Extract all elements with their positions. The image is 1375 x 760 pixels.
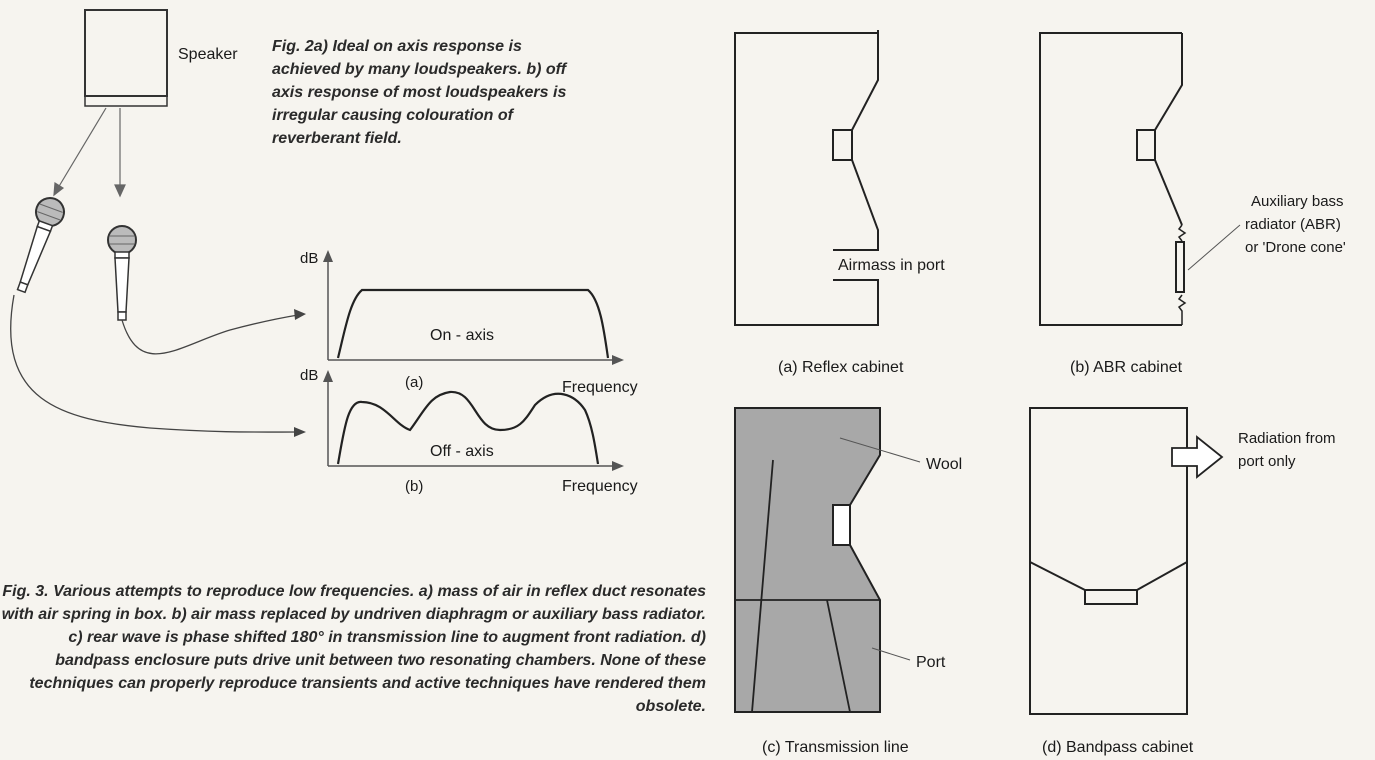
speaker-to-mic-arrows — [53, 107, 126, 198]
fig3-caption: Fig. 3. Various attempts to reproduce lo… — [1, 583, 706, 715]
speaker-label: Speaker — [178, 46, 238, 63]
plot-b-curve-label: Off - axis — [430, 443, 494, 460]
wool-leader-line — [839, 437, 921, 463]
arrow-to-plot-b — [294, 427, 306, 437]
abr-cabinet-title: (b) ABR cabinet — [1070, 359, 1183, 376]
abr-label-line-2: radiator (ABR) — [1245, 216, 1341, 233]
arrow-to-plot-a — [294, 309, 306, 320]
bandpass-label-line-2: port only — [1238, 453, 1296, 470]
microphone-off-axis-icon — [16, 197, 65, 294]
cable-to-plot-a — [121, 314, 299, 355]
off-axis-curve — [336, 390, 600, 465]
plot-a-y-label: dB — [300, 250, 318, 267]
port-leader-line — [871, 647, 911, 661]
transmission-line-title: (c) Transmission line — [762, 739, 909, 756]
reflex-cabinet — [734, 30, 879, 326]
port-label: Port — [916, 654, 946, 671]
bandpass-label-line-1: Radiation from — [1238, 430, 1336, 447]
plot-b — [323, 370, 624, 471]
wool-label: Wool — [926, 456, 962, 473]
transmission-line-cabinet — [734, 407, 881, 713]
plot-a-x-label: Frequency — [562, 379, 638, 396]
microphone-on-axis-icon — [107, 225, 137, 321]
plot-a-panel-label: (a) — [405, 374, 423, 391]
abr-label-line-3: or 'Drone cone' — [1245, 239, 1346, 256]
reflex-cabinet-title: (a) Reflex cabinet — [778, 359, 904, 376]
radiation-arrow-icon — [1171, 435, 1224, 479]
plot-a-curve-label: On - axis — [430, 327, 494, 344]
abr-cabinet — [1039, 32, 1187, 326]
cable-to-plot-b — [10, 294, 299, 433]
speaker-icon — [84, 9, 168, 107]
plot-a — [323, 250, 624, 365]
on-axis-curve — [336, 288, 610, 359]
abr-leader-line — [1187, 224, 1241, 271]
fig3-diagram: Airmass in port (a) Reflex cabinet Auxil… — [734, 30, 1346, 756]
fig2-caption: Fig. 2a) Ideal on axis response is achie… — [272, 38, 567, 147]
plot-b-panel-label: (b) — [405, 478, 423, 495]
bandpass-cabinet — [1029, 407, 1188, 715]
bandpass-cabinet-title: (d) Bandpass cabinet — [1042, 739, 1194, 756]
abr-label-line-1: Auxiliary bass — [1251, 193, 1344, 210]
plot-b-x-label: Frequency — [562, 478, 638, 495]
fig2-diagram: dB On - axis (a) Frequency dB Off - axis… — [10, 9, 638, 495]
reflex-airmass-label: Airmass in port — [838, 257, 945, 274]
plot-b-y-label: dB — [300, 367, 318, 384]
